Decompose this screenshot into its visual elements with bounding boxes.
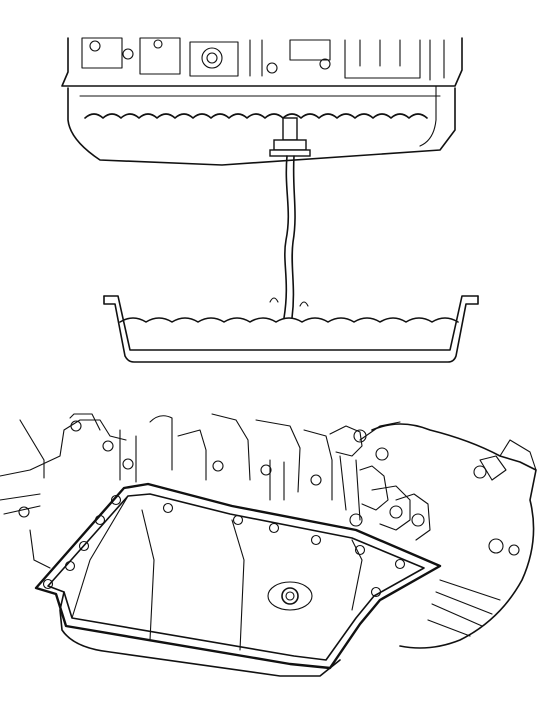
transmission-cross-section xyxy=(61,37,463,166)
transmission-assembly xyxy=(0,413,537,649)
oil-pan xyxy=(34,482,442,677)
fluid-stream xyxy=(269,155,309,319)
pan-fluid-level xyxy=(119,317,459,323)
drain-pan xyxy=(103,295,479,363)
fluid-level-line xyxy=(84,113,428,119)
pan-drain-plug xyxy=(267,581,313,611)
drain-plug xyxy=(269,117,311,157)
